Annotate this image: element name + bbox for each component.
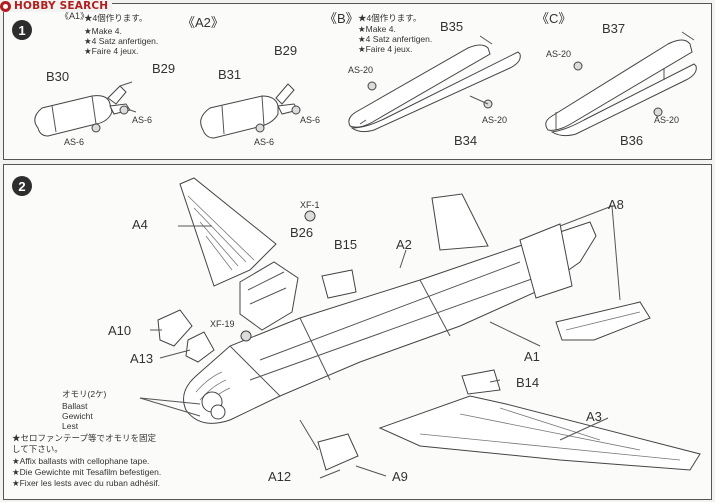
part-label-b14: B14	[516, 375, 540, 390]
screw-label-as20-c-left: AS-20	[546, 49, 572, 59]
logo-mark-icon	[0, 0, 11, 12]
part-label-b29-a1: B29	[152, 61, 176, 76]
part-label-a8: A8	[608, 197, 624, 212]
small-parts-drawing	[157, 269, 357, 363]
variant-c-label: 《C》	[536, 11, 572, 26]
part-label-b26: B26	[290, 225, 314, 240]
variant-b-note-jp: ★4個作ります。	[358, 13, 422, 23]
part-label-b36: B36	[620, 133, 644, 148]
part-label-a9: A9	[392, 469, 408, 484]
screw-label-as20-b-right: AS-20	[482, 115, 508, 125]
step-2-badge: 2	[12, 176, 32, 196]
wing-a3-drawing	[378, 395, 701, 471]
part-label-b15: B15	[334, 237, 358, 252]
part-label-a12: A12	[268, 469, 292, 484]
paint-label-xf1: XF-1	[300, 200, 320, 210]
variant-a1-note-fr: ★Faire 4 jeux.	[84, 46, 139, 56]
ballast-label-en: Ballast	[62, 401, 88, 411]
screw-label-as6-a1-bottom: AS-6	[64, 137, 85, 147]
part-label-a13: A13	[130, 351, 154, 366]
watermark-logo: HOBBY SEARCH	[0, 0, 113, 12]
bomb-a1-drawing	[34, 81, 137, 137]
screw-label-as6-a1-top: AS-6	[132, 115, 153, 125]
part-label-a3: A3	[586, 409, 602, 424]
watermark-text: HOBBY SEARCH	[14, 0, 109, 12]
wing-a4-drawing	[179, 177, 277, 287]
ballast-note-jp-1: ★セロファンテープ等でオモリを固定	[12, 433, 156, 443]
variant-b-note-en: ★Make 4.	[358, 24, 396, 34]
tail-fin-drawing	[431, 193, 573, 299]
leader-lines	[139, 205, 621, 479]
step-1-badge: 1	[12, 20, 32, 40]
ballast-note-jp-2: して下さい。	[12, 444, 63, 454]
lower-parts-drawing	[299, 369, 501, 471]
variant-b-note-fr: ★Faire 4 jeux.	[358, 44, 413, 54]
variant-a1-note-de: ★4 Satz anfertigen.	[84, 36, 159, 46]
step-1-panel	[3, 3, 712, 160]
part-label-b34: B34	[454, 133, 478, 148]
part-label-a2: A2	[396, 237, 412, 252]
drop-tank-c-drawing	[545, 31, 697, 137]
part-label-a10: A10	[108, 323, 132, 338]
ballast-label-jp: オモリ(2ケ)	[62, 389, 107, 399]
ballast-label-de: Gewicht	[62, 411, 93, 421]
variant-a1-note-jp: ★4個作ります。	[84, 13, 148, 23]
screw-label-as6-a2-top: AS-6	[300, 115, 321, 125]
variant-a2-label: 《A2》	[182, 15, 224, 30]
bomb-a2-drawing	[200, 83, 301, 139]
paint-label-xf19: XF-19	[210, 319, 235, 329]
ballast-note-de: ★Die Gewichte mit Tesafilm befestigen.	[12, 467, 162, 477]
part-label-b30: B30	[46, 69, 70, 84]
part-label-b31: B31	[218, 67, 242, 82]
variant-b-label: 《B》	[324, 11, 359, 26]
screw-label-as6-a2-bottom: AS-6	[254, 137, 275, 147]
ballast-note-fr: ★Fixer les lests avec du ruban adhésif.	[12, 478, 160, 488]
ballast-label-fr: Lest	[62, 421, 79, 431]
ballast-note-en: ★Affix ballasts with cellophane tape.	[12, 456, 150, 466]
cockpit-b26-drawing	[239, 210, 316, 331]
part-label-a1: A1	[524, 349, 540, 364]
stabilizer-a8-drawing	[555, 301, 651, 341]
part-label-a4: A4	[132, 217, 148, 232]
variant-a1-note-en: ★Make 4.	[84, 26, 122, 36]
screw-label-as20-b-left: AS-20	[348, 65, 374, 75]
screw-label-as20-c-right: AS-20	[654, 115, 680, 125]
drop-tank-b-drawing	[348, 35, 521, 133]
part-label-b35: B35	[440, 19, 464, 34]
part-label-b37: B37	[602, 21, 626, 36]
variant-b-note-de: ★4 Satz anfertigen.	[358, 34, 433, 44]
fuselage-drawing	[183, 221, 597, 424]
part-label-b29-a2: B29	[274, 43, 298, 58]
variant-a1-label: 《A1》	[60, 11, 90, 21]
